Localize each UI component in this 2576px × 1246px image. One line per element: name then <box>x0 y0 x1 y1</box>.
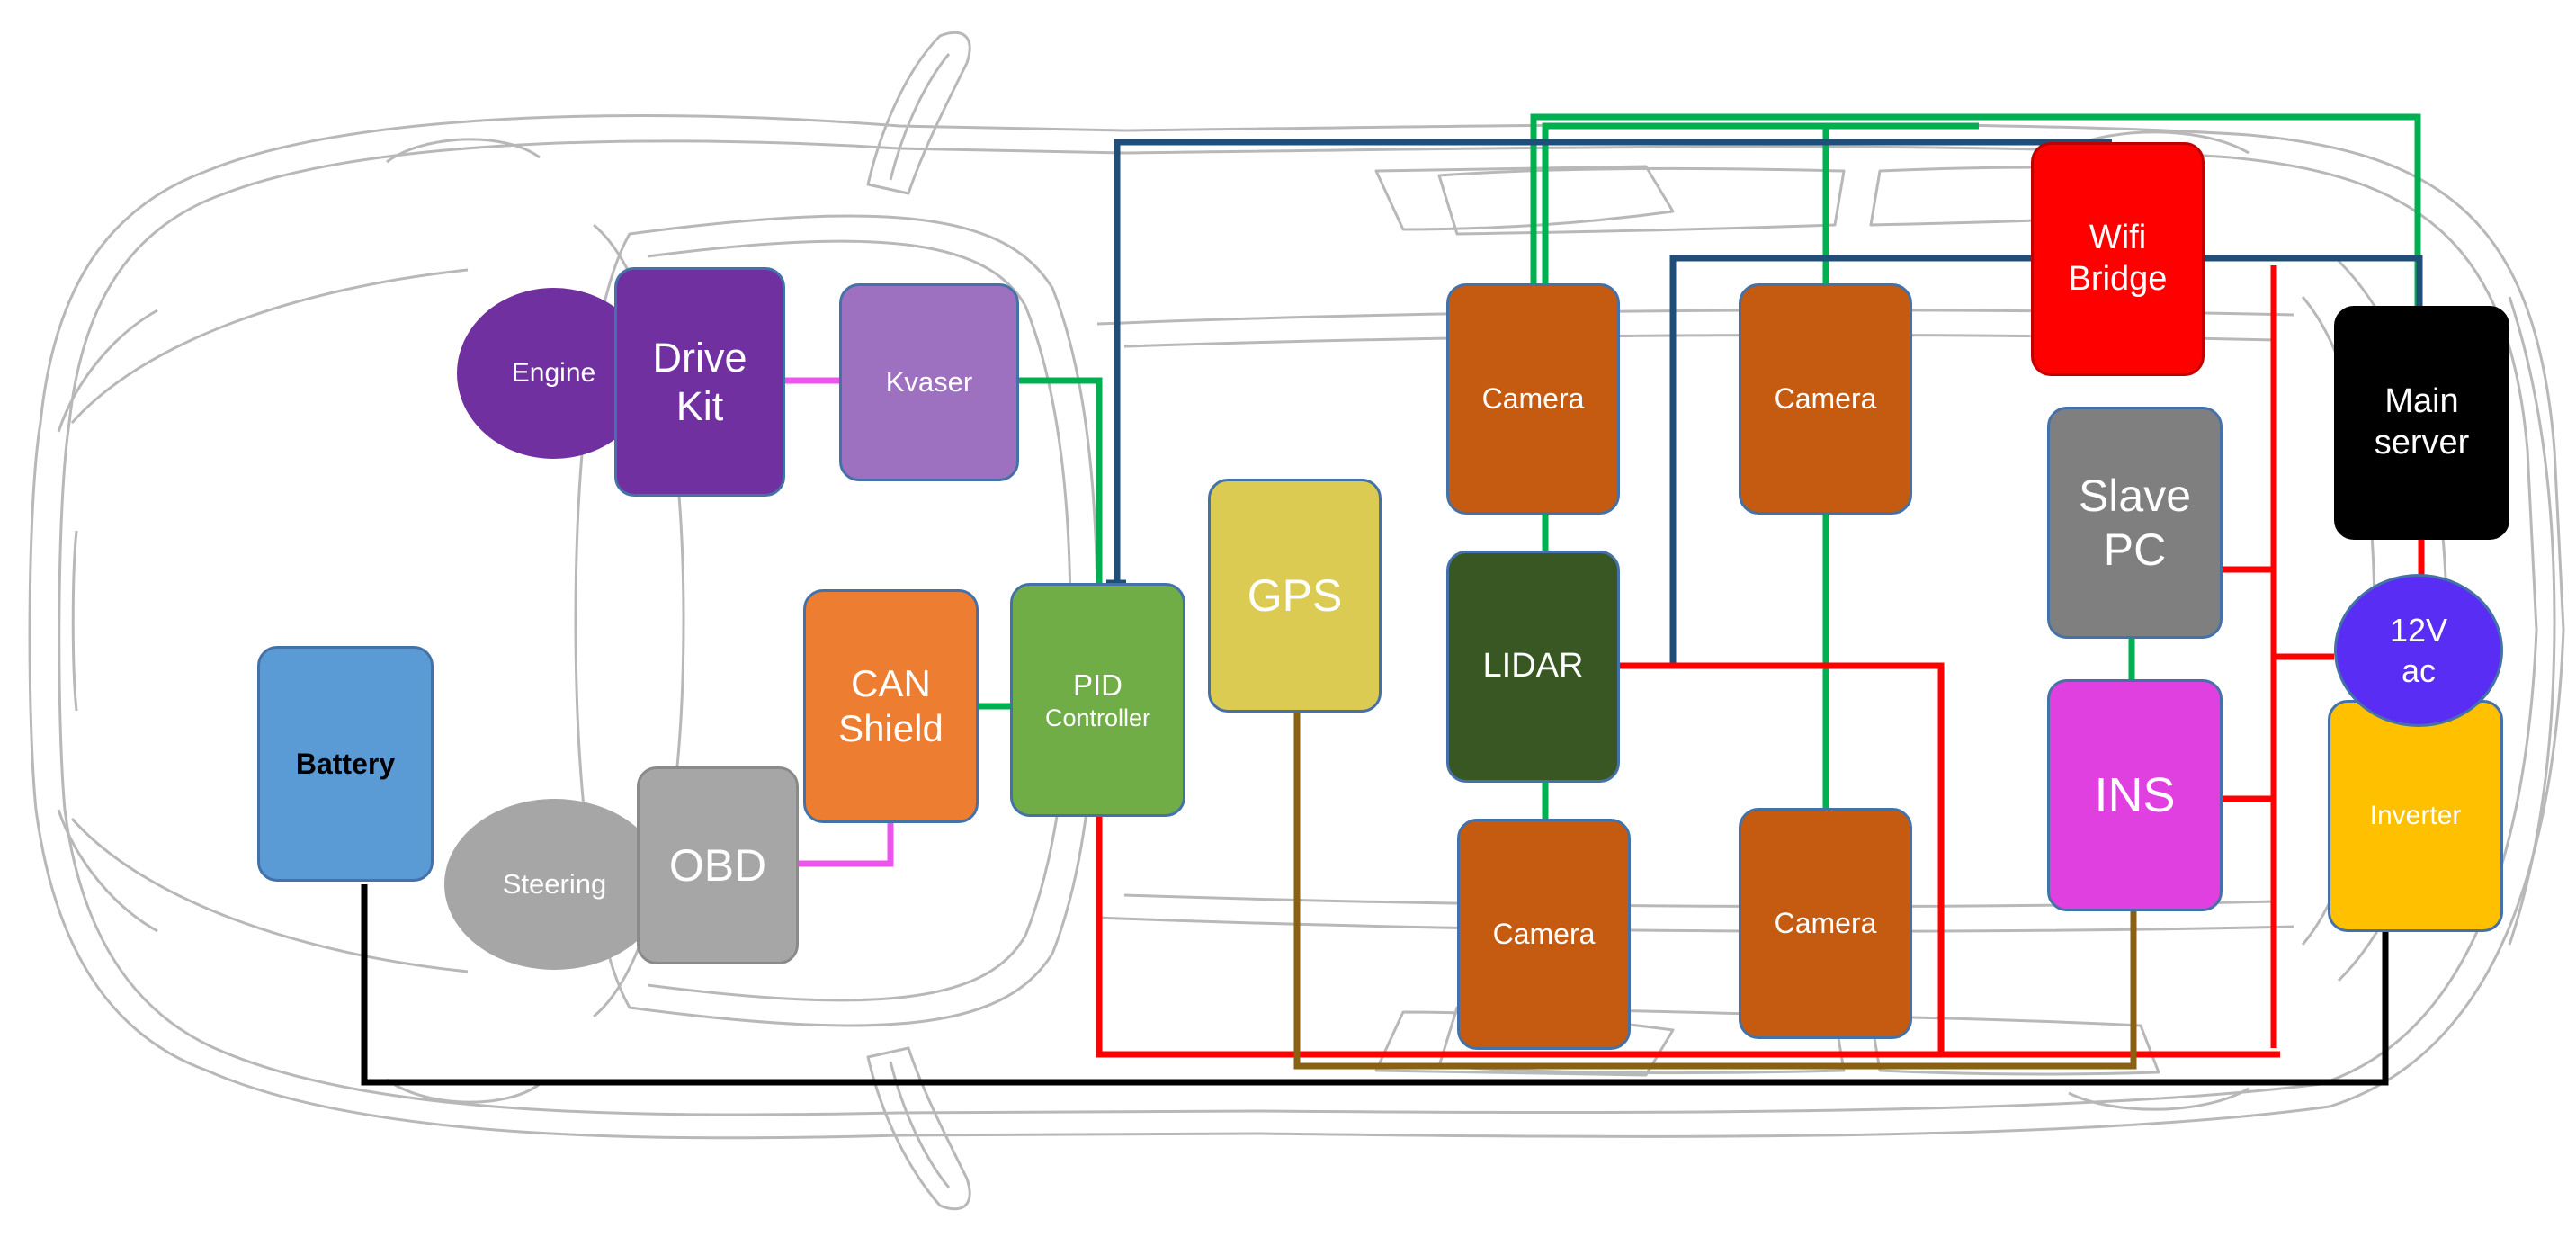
wire-obd-canshield <box>796 819 894 867</box>
side-window-1 <box>1374 165 1675 231</box>
slave-pc-node: Slave PC <box>2047 407 2223 639</box>
steering-label: Steering <box>502 868 607 900</box>
drive-kit-label-2: Kit <box>675 382 724 429</box>
lidar-label: LIDAR <box>1482 647 1584 686</box>
camera-rear-right-node: Camera <box>1739 808 1912 1039</box>
can-shield-label-2: Shield <box>838 707 944 749</box>
lidar-node: LIDAR <box>1446 551 1620 783</box>
wire-network-pid-wifi <box>1114 139 2112 583</box>
wire-green-top-loop <box>1530 113 2421 306</box>
wire-power-lidar <box>1619 662 1945 1054</box>
pid-controller-label-2: Controller <box>1044 704 1151 731</box>
power-12v-label-1: 12V <box>2389 612 2448 649</box>
main-server-label-2: server <box>2374 424 2470 462</box>
obd-label: OBD <box>668 840 767 891</box>
ins-label: INS <box>2094 767 2176 822</box>
pid-controller-node: PID Controller <box>1010 583 1185 817</box>
battery-label: Battery <box>295 747 396 780</box>
headlight-bottom <box>57 809 158 933</box>
ins-node: INS <box>2047 679 2223 911</box>
drive-kit-label-1: Drive <box>652 334 747 381</box>
front-grille <box>71 530 78 712</box>
gps-node: GPS <box>1208 479 1382 713</box>
camera-front-right-node: Camera <box>1739 283 1912 515</box>
hood-line-bottom <box>70 818 469 973</box>
pid-controller-label-1: PID <box>1072 668 1123 702</box>
inverter-node: Inverter <box>2328 700 2503 932</box>
side-window-2 <box>1437 167 1846 236</box>
power-12v-node: 12V ac <box>2334 574 2503 727</box>
engine-label: Engine <box>511 358 596 388</box>
inverter-label: Inverter <box>2369 801 2462 830</box>
gps-label: GPS <box>1247 570 1343 621</box>
camera-rear-left-label: Camera <box>1492 918 1596 951</box>
wheel-arch-rear-bottom <box>2068 1087 2250 1111</box>
camera-front-left-label: Camera <box>1481 382 1585 416</box>
power-12v-label-2: ac <box>2401 652 2437 689</box>
camera-rear-left-node: Camera <box>1457 819 1631 1050</box>
wifi-bridge-label-1: Wifi <box>2089 219 2147 257</box>
mirror-bottom <box>866 1046 971 1211</box>
camera-front-left-node: Camera <box>1446 283 1620 515</box>
side-window-6 <box>1869 1015 2160 1076</box>
windshield-outer <box>574 214 1099 1027</box>
headlight-top <box>57 309 158 433</box>
obd-node: OBD <box>637 766 799 964</box>
wire-power-pid <box>1096 814 2280 1058</box>
main-server-node: Main server <box>2334 306 2509 540</box>
mirror-top-inner <box>889 53 951 181</box>
battery-node: Battery <box>257 646 434 882</box>
wire-green-top-loop-2 <box>1542 122 1979 283</box>
wheel-arch-front-top <box>386 138 541 164</box>
wire-ground <box>361 884 2389 1086</box>
mirror-top <box>866 31 971 195</box>
slave-pc-label-1: Slave <box>2078 471 2192 521</box>
can-shield-label-1: CAN <box>851 661 931 704</box>
kvaser-node: Kvaser <box>839 283 1019 481</box>
slave-pc-label-2: PC <box>2103 524 2167 575</box>
roof-line-bottom <box>1096 916 2294 933</box>
camera-rear-right-label: Camera <box>1774 907 1877 940</box>
wire-gps <box>1293 711 2137 1070</box>
drive-kit-node: Drive Kit <box>614 267 785 497</box>
wheel-arch-front-bottom <box>386 1078 541 1104</box>
can-shield-node: CAN Shield <box>803 589 979 823</box>
wire-kvaser-pid <box>1018 377 1103 585</box>
camera-front-right-label: Camera <box>1774 382 1877 416</box>
hood-line-top <box>70 268 469 424</box>
wifi-bridge-label-2: Bridge <box>2068 260 2168 298</box>
main-server-label-1: Main <box>2384 382 2459 421</box>
kvaser-label: Kvaser <box>885 366 973 399</box>
car-body-outer <box>28 113 2565 1140</box>
wifi-bridge-node: Wifi Bridge <box>2031 142 2205 376</box>
tail-line <box>2508 296 2556 946</box>
steering-node: Steering <box>444 799 665 970</box>
